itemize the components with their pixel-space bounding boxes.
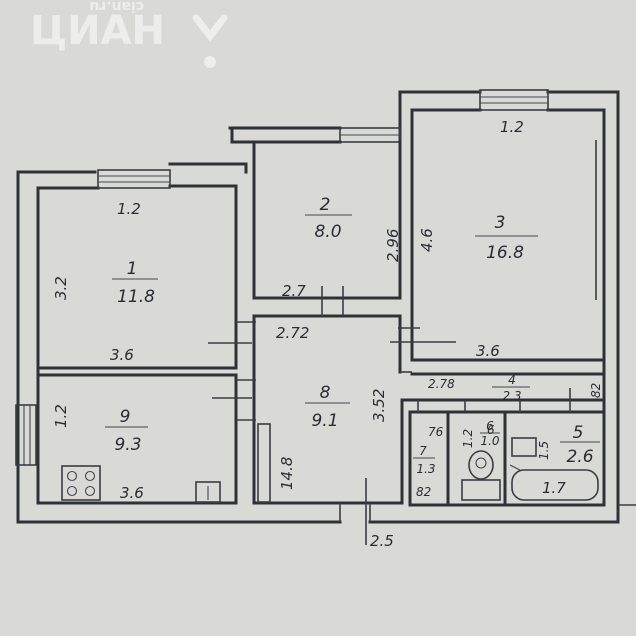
door-marks — [208, 286, 571, 545]
watermark: cian.ru ЦИАН — [30, 0, 228, 68]
dim-room1-bottom: 3.6 — [110, 346, 134, 364]
room-1-area: 11.8 — [117, 287, 155, 307]
dim-hall-bottom: 2.5 — [370, 532, 394, 550]
toilet-icon — [461, 450, 501, 501]
watermark-logo-icon — [192, 14, 228, 68]
room-5-area: 2.6 — [566, 447, 593, 467]
room-6-number: 6 — [486, 419, 494, 433]
dim-hall-left: 14.8 — [278, 457, 296, 490]
dim-hall-right: 3.52 — [370, 389, 388, 422]
room-6-area: 1.0 — [480, 434, 499, 448]
room-3-number: 3 — [495, 213, 506, 233]
room-5-number: 5 — [573, 423, 584, 443]
room-8-number: 8 — [320, 383, 331, 403]
room-2-number: 2 — [320, 195, 331, 215]
bathtub-icon — [509, 464, 599, 501]
room-4-area: 2.3 — [502, 389, 521, 403]
dimension-labels: 1.2 3.2 3.6 2.96 2.7 1.2 4.6 3.6 2.72 3.… — [52, 118, 603, 550]
dim-room2-bottom: 2.7 — [282, 282, 306, 300]
room-9-number: 9 — [120, 407, 131, 427]
room-7-number: 7 — [419, 444, 427, 458]
dim-room1-left: 3.2 — [52, 276, 70, 300]
watermark-small: cian.ru — [89, 0, 144, 14]
washbasin-icon — [511, 437, 537, 457]
dim-room7-bottom: 82 — [416, 485, 431, 499]
dim-bath-length: 1.7 — [542, 479, 566, 497]
room-1-number: 1 — [127, 259, 138, 279]
dim-room6-extra: 6 — [487, 423, 495, 437]
sink-icon — [195, 481, 221, 503]
dim-hall-top: 2.72 — [276, 324, 309, 342]
room-8-area: 9.1 — [311, 411, 338, 431]
dim-room3-left: 4.6 — [418, 228, 436, 252]
room-labels: 1 11.8 2 8.0 3 16.8 4 2.3 5 2.6 6 1.0 7 … — [105, 195, 600, 476]
window-room3 — [479, 89, 549, 111]
dim-room9-bottom: 3.6 — [120, 484, 144, 502]
interior-walls — [36, 108, 606, 507]
room-4-number: 4 — [508, 373, 516, 387]
dim-corridor-top: 2.78 — [428, 377, 455, 391]
watermark-brand: ЦИАН — [30, 8, 165, 54]
stove-icon — [61, 465, 101, 501]
outer-walls — [16, 90, 636, 524]
window-room2 — [339, 127, 401, 143]
fixtures — [61, 140, 599, 503]
dim-room5-height: 1.5 — [537, 441, 551, 460]
window-room1 — [97, 169, 171, 189]
room-3-area: 16.8 — [486, 243, 524, 263]
windows — [15, 89, 549, 466]
room-9-area: 9.3 — [114, 435, 141, 455]
dim-room2-right: 2.96 — [384, 229, 402, 262]
dim-room9-left: 1.2 — [52, 404, 70, 428]
room-7-area: 1.3 — [416, 462, 435, 476]
dim-room3-top: 1.2 — [500, 118, 524, 136]
window-room9 — [15, 404, 37, 466]
room-2-area: 8.0 — [314, 222, 341, 242]
dim-room1-top: 1.2 — [117, 200, 141, 218]
dim-room3-bottom: 3.6 — [476, 342, 500, 360]
dim-room6-width: 1.2 — [461, 429, 475, 448]
dim-room7-width: 76 — [428, 425, 444, 439]
dim-corridor-right: 82 — [589, 383, 603, 398]
